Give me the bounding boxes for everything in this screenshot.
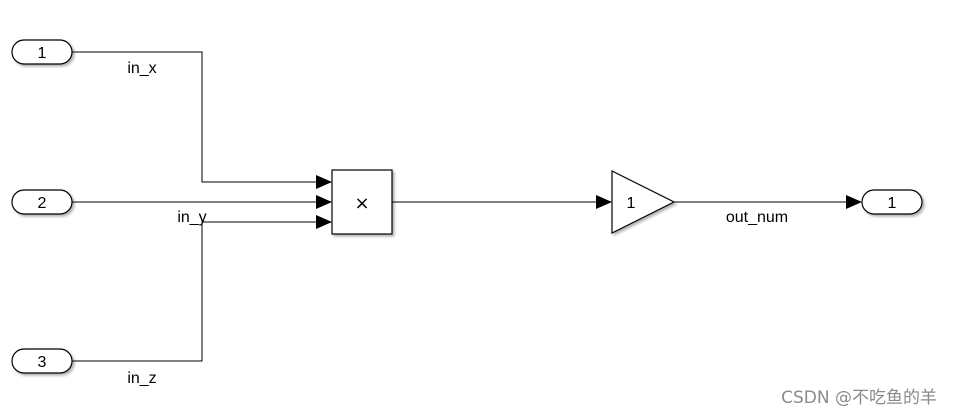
product-block[interactable]: × bbox=[331, 169, 393, 235]
gain-block[interactable]: 1 bbox=[611, 170, 676, 234]
signal-line-in-x[interactable] bbox=[72, 51, 318, 183]
arrowhead-icon bbox=[316, 195, 332, 209]
arrowhead-icon bbox=[846, 195, 862, 209]
inport-3-number: 3 bbox=[38, 354, 47, 371]
gain-value: 1 bbox=[627, 195, 636, 212]
inport-1-block[interactable]: 1 bbox=[11, 39, 73, 65]
outport-1-block[interactable]: 1 bbox=[861, 189, 923, 215]
outport-1-number: 1 bbox=[888, 195, 897, 212]
signal-label-in-z: in_z bbox=[127, 370, 156, 387]
arrowhead-icon bbox=[596, 195, 612, 209]
arrowhead-icon bbox=[316, 175, 332, 189]
signal-line-in-z[interactable] bbox=[72, 221, 318, 362]
signal-label-in-y: in_y bbox=[177, 209, 206, 226]
product-symbol: × bbox=[354, 193, 369, 214]
watermark: CSDN @不吃鱼的羊 bbox=[781, 388, 937, 408]
signal-label-out-num: out_num bbox=[726, 209, 788, 226]
signal-label-in-x: in_x bbox=[127, 60, 156, 77]
arrowhead-icon bbox=[316, 215, 332, 229]
inport-2-number: 2 bbox=[38, 195, 47, 212]
inport-1-number: 1 bbox=[38, 45, 47, 62]
inport-2-block[interactable]: 2 bbox=[11, 189, 73, 215]
inport-3-block[interactable]: 3 bbox=[11, 348, 73, 374]
